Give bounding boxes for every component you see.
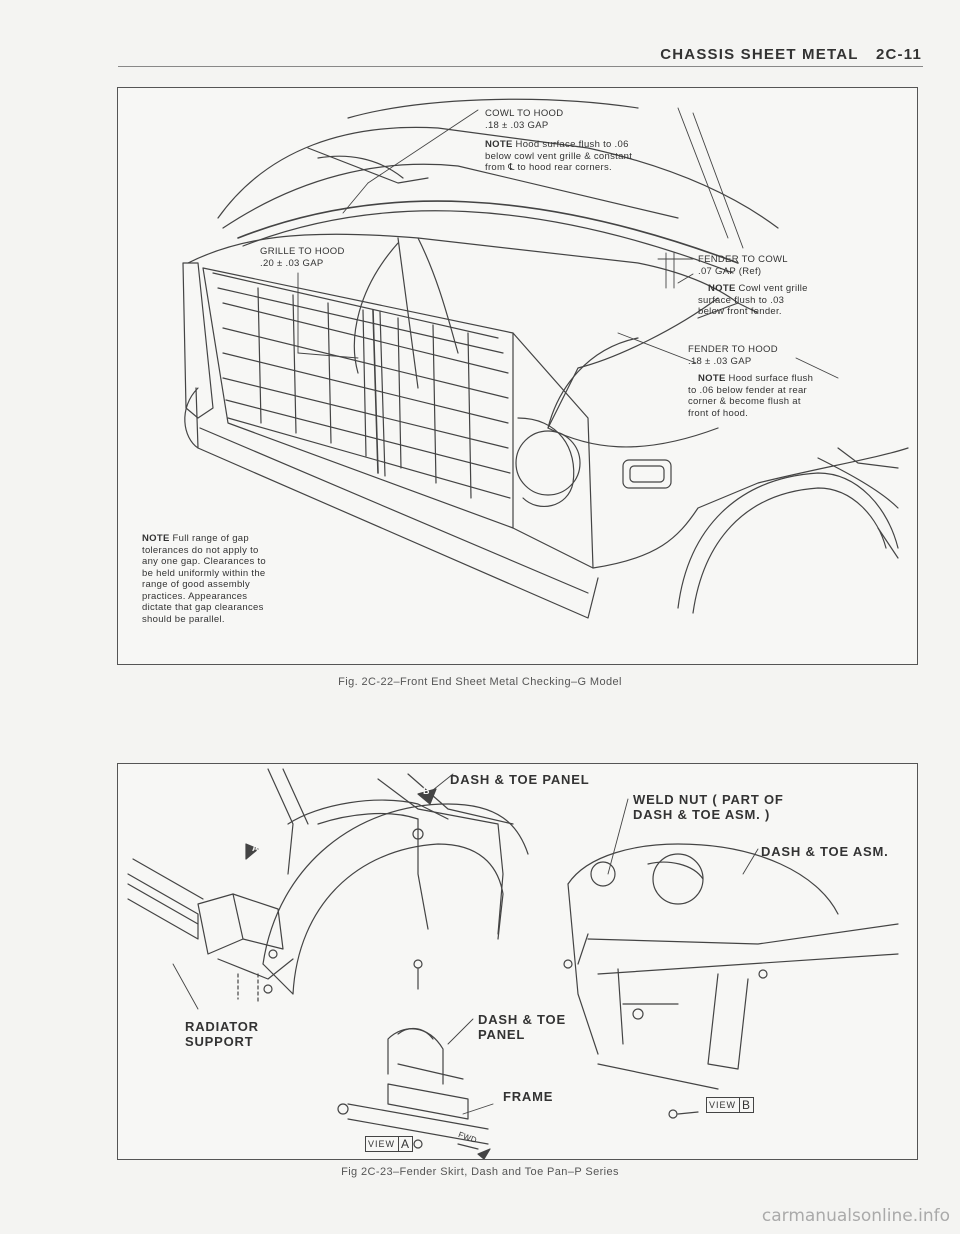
cowl-to-hood-gap: .18 ± .03 GAP	[485, 119, 549, 131]
label-cowl-to-hood: COWL TO HOOD .18 ± .03 GAP NOTE Hood sur…	[485, 108, 632, 174]
note-text: surface flush to .03	[698, 294, 785, 306]
note-text: Full range of gap	[172, 533, 249, 544]
label-dash-toe-asm: DASH & TOE ASM.	[761, 844, 889, 859]
label-radiator-support: RADIATOR SUPPORT	[185, 1019, 259, 1049]
note-label: NOTE	[698, 373, 726, 384]
view-word: VIEW	[709, 1100, 737, 1110]
page-header: CHASSIS SHEET METAL 2C-11	[660, 46, 922, 63]
label-fender-to-cowl: FENDER TO COWL .07 GAP (Ref) NOTE Cowl v…	[698, 254, 808, 318]
weld-nut-line: DASH & TOE ASM. )	[633, 807, 771, 822]
label-general-note: NOTE Full range of gap tolerances do not…	[142, 533, 266, 625]
front-end-illustration	[182, 98, 909, 619]
note-text: tolerances do not apply to	[142, 544, 259, 556]
fender-to-hood-gap: .18 ± .03 GAP	[688, 355, 752, 367]
note-label: NOTE	[708, 283, 736, 294]
section-title: CHASSIS SHEET METAL	[660, 46, 859, 63]
figure-fender-skirt-dash-toe: DASH & TOE PANEL WELD NUT ( PART OF DASH…	[117, 763, 918, 1160]
weld-nut-line: WELD NUT ( PART OF	[633, 792, 784, 807]
note-label: NOTE	[485, 139, 513, 150]
watermark: carmanualsonline.info	[761, 1206, 950, 1226]
label-dash-toe-panel: DASH & TOE PANEL	[450, 772, 590, 787]
view-a-tag: VIEW A	[365, 1136, 414, 1152]
fender-to-cowl-title: FENDER TO COWL	[698, 254, 788, 265]
view-letter: B	[739, 1098, 751, 1112]
note-text: range of good assembly	[142, 579, 250, 590]
figure-caption-2c-22: Fig. 2C-22–Front End Sheet Metal Checkin…	[338, 676, 622, 688]
note-label: NOTE	[142, 533, 170, 544]
view-b-tag: VIEW B	[706, 1097, 755, 1113]
note-text: practices. Appearances	[142, 590, 248, 602]
label-grille-to-hood: GRILLE TO HOOD .20 ± .03 GAP	[260, 246, 345, 269]
note-text: to .06 below fender at rear	[688, 384, 808, 396]
grille-to-hood-gap: .20 ± .03 GAP	[260, 257, 324, 269]
note-text: Hood surface flush	[728, 373, 814, 384]
label-frame: FRAME	[503, 1089, 554, 1104]
radiator-line: SUPPORT	[185, 1034, 254, 1049]
note-text: be held uniformly within the	[142, 567, 266, 579]
cowl-to-hood-title: COWL TO HOOD	[485, 108, 564, 119]
note-text: from ℄ to hood rear corners.	[485, 162, 612, 173]
fender-to-hood-title: FENDER TO HOOD	[688, 344, 778, 355]
grille-to-hood-title: GRILLE TO HOOD	[260, 246, 345, 257]
view-letter: A	[398, 1137, 410, 1151]
figure-caption-2c-23: Fig 2C-23–Fender Skirt, Dash and Toe Pan…	[341, 1166, 619, 1178]
figure-front-end-sheet-metal: COWL TO HOOD .18 ± .03 GAP NOTE Hood sur…	[117, 87, 918, 665]
fender-to-cowl-gap: .07 GAP (Ref)	[698, 265, 762, 277]
label-dash-toe-panel-lower: DASH & TOE PANEL	[478, 1012, 566, 1042]
note-text: should be parallel.	[142, 613, 225, 625]
label-weld-nut: WELD NUT ( PART OF DASH & TOE ASM. )	[633, 792, 784, 822]
radiator-line: RADIATOR	[185, 1019, 259, 1034]
header-rule	[118, 66, 923, 67]
note-text: any one gap. Clearances to	[142, 556, 266, 567]
fender-skirt-illustration	[127, 768, 899, 1159]
note-text: front of hood.	[688, 407, 749, 419]
note-text: below front fender.	[698, 306, 782, 317]
label-fender-to-hood: FENDER TO HOOD .18 ± .03 GAP NOTE Hood s…	[688, 344, 813, 419]
note-text: Hood surface flush to .06	[515, 139, 629, 150]
note-text: corner & become flush at	[688, 396, 801, 407]
note-text: below cowl vent grille & constant	[485, 150, 633, 162]
view-word: VIEW	[368, 1139, 396, 1149]
dash-toe-line: PANEL	[478, 1027, 526, 1042]
callout-b-icon: B	[423, 786, 430, 796]
note-text: dictate that gap clearances	[142, 602, 264, 613]
page-number: 2C-11	[875, 46, 922, 63]
note-text: Cowl vent grille	[738, 283, 808, 294]
dash-toe-line: DASH & TOE	[478, 1012, 566, 1027]
callout-a-icon: A	[252, 843, 259, 853]
